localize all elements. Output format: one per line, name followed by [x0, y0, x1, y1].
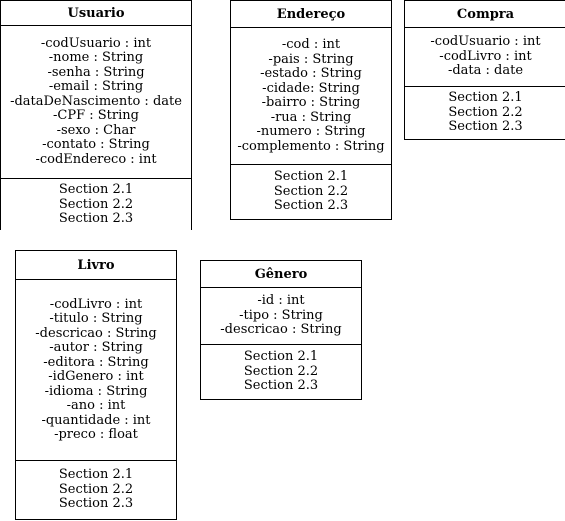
attribute-line: -senha : String [47, 64, 145, 80]
attribute-line: -rua : String [270, 109, 352, 125]
section-line: Section 2.1 [58, 467, 134, 483]
class-title: Livro [16, 251, 176, 280]
attribute-line: -cod : int [281, 37, 341, 52]
section-line: Section 2.2 [58, 196, 134, 212]
section-line: Section 2.1 [243, 349, 319, 365]
attribute-line: -data : date [447, 63, 524, 79]
attribute-line: -descricao : String [35, 325, 157, 341]
attribute-line: -codUsuario : int [430, 34, 541, 50]
class-box-compra[interactable]: Compra -codUsuario : int-codLivro : int-… [404, 0, 565, 140]
section-line: Section 2.3 [243, 378, 319, 394]
attribute-line: -ano : int [66, 398, 126, 413]
attribute-line: -bairro : String [261, 95, 361, 110]
attribute-line: -idGenero : int [48, 369, 144, 384]
attribute-line: -preco : float [54, 427, 138, 442]
attribute-line: -quantidade : int [41, 412, 151, 428]
attributes-compartment: -id : int-tipo : String-descricao : Stri… [201, 288, 361, 345]
attribute-line: -codLivro : int [439, 48, 532, 64]
attribute-line: -complemento : String [237, 138, 385, 154]
class-box-genero[interactable]: Gênero -id : int-tipo : String-descricao… [200, 260, 362, 400]
section-line: Section 2.2 [243, 363, 319, 379]
attributes-compartment: -codUsuario : int-codLivro : int-data : … [405, 28, 565, 87]
attributes-compartment: -codUsuario : int-nome : String-senha : … [1, 26, 191, 179]
section-line: Section 2.3 [273, 198, 349, 214]
attribute-line: -pais : String [268, 51, 354, 67]
section-line: Section 2.1 [448, 90, 523, 106]
section-line: Section 2.3 [58, 211, 134, 226]
attribute-line: -tipo : String [239, 307, 323, 323]
attribute-line: -email : String [48, 79, 144, 95]
attribute-line: -descricao : String [220, 322, 342, 338]
attribute-line: -codEndereco : int [35, 151, 157, 167]
attribute-line: -editora : String [43, 354, 149, 370]
attribute-line: -contato : String [42, 137, 150, 153]
attribute-line: -cidade: String [262, 80, 360, 96]
attribute-line: -estado : String [260, 66, 362, 81]
attributes-compartment: -cod : int-pais : String-estado : String… [231, 28, 391, 165]
class-title: Endereço [231, 1, 391, 28]
section-line: Section 2.3 [58, 496, 134, 512]
attribute-line: -idioma : String [44, 383, 148, 399]
attribute-line: -codUsuario : int [40, 35, 152, 51]
attribute-line: -sexo : Char [56, 122, 136, 138]
class-title: Usuario [1, 1, 191, 26]
class-title: Compra [405, 1, 565, 28]
class-box-livro[interactable]: Livro -codLivro : int-titulo : String-de… [15, 250, 177, 520]
section-line: Section 2.2 [448, 104, 523, 120]
section-line: Section 2.2 [58, 481, 134, 497]
section-line: Section 2.3 [448, 119, 523, 135]
section-line: Section 2.1 [273, 169, 349, 185]
attribute-line: -dataDeNascimento : date [10, 93, 182, 109]
section-line: Section 2.1 [58, 182, 134, 197]
attribute-line: -titulo : String [49, 311, 143, 326]
attribute-line: -numero : String [256, 124, 366, 139]
attributes-compartment: -codLivro : int-titulo : String-descrica… [16, 280, 176, 461]
attribute-line: -id : int [257, 293, 305, 309]
class-title: Gênero [201, 261, 361, 288]
section-line: Section 2.2 [273, 183, 349, 199]
attribute-line: -autor : String [49, 340, 143, 355]
attribute-line: -nome : String [48, 50, 144, 66]
attribute-line: -codLivro : int [49, 296, 143, 312]
class-box-endereco[interactable]: Endereço -cod : int-pais : String-estado… [230, 0, 392, 220]
attribute-line: -CPF : String [53, 108, 139, 124]
class-box-usuario[interactable]: Usuario -codUsuario : int-nome : String-… [0, 0, 192, 230]
